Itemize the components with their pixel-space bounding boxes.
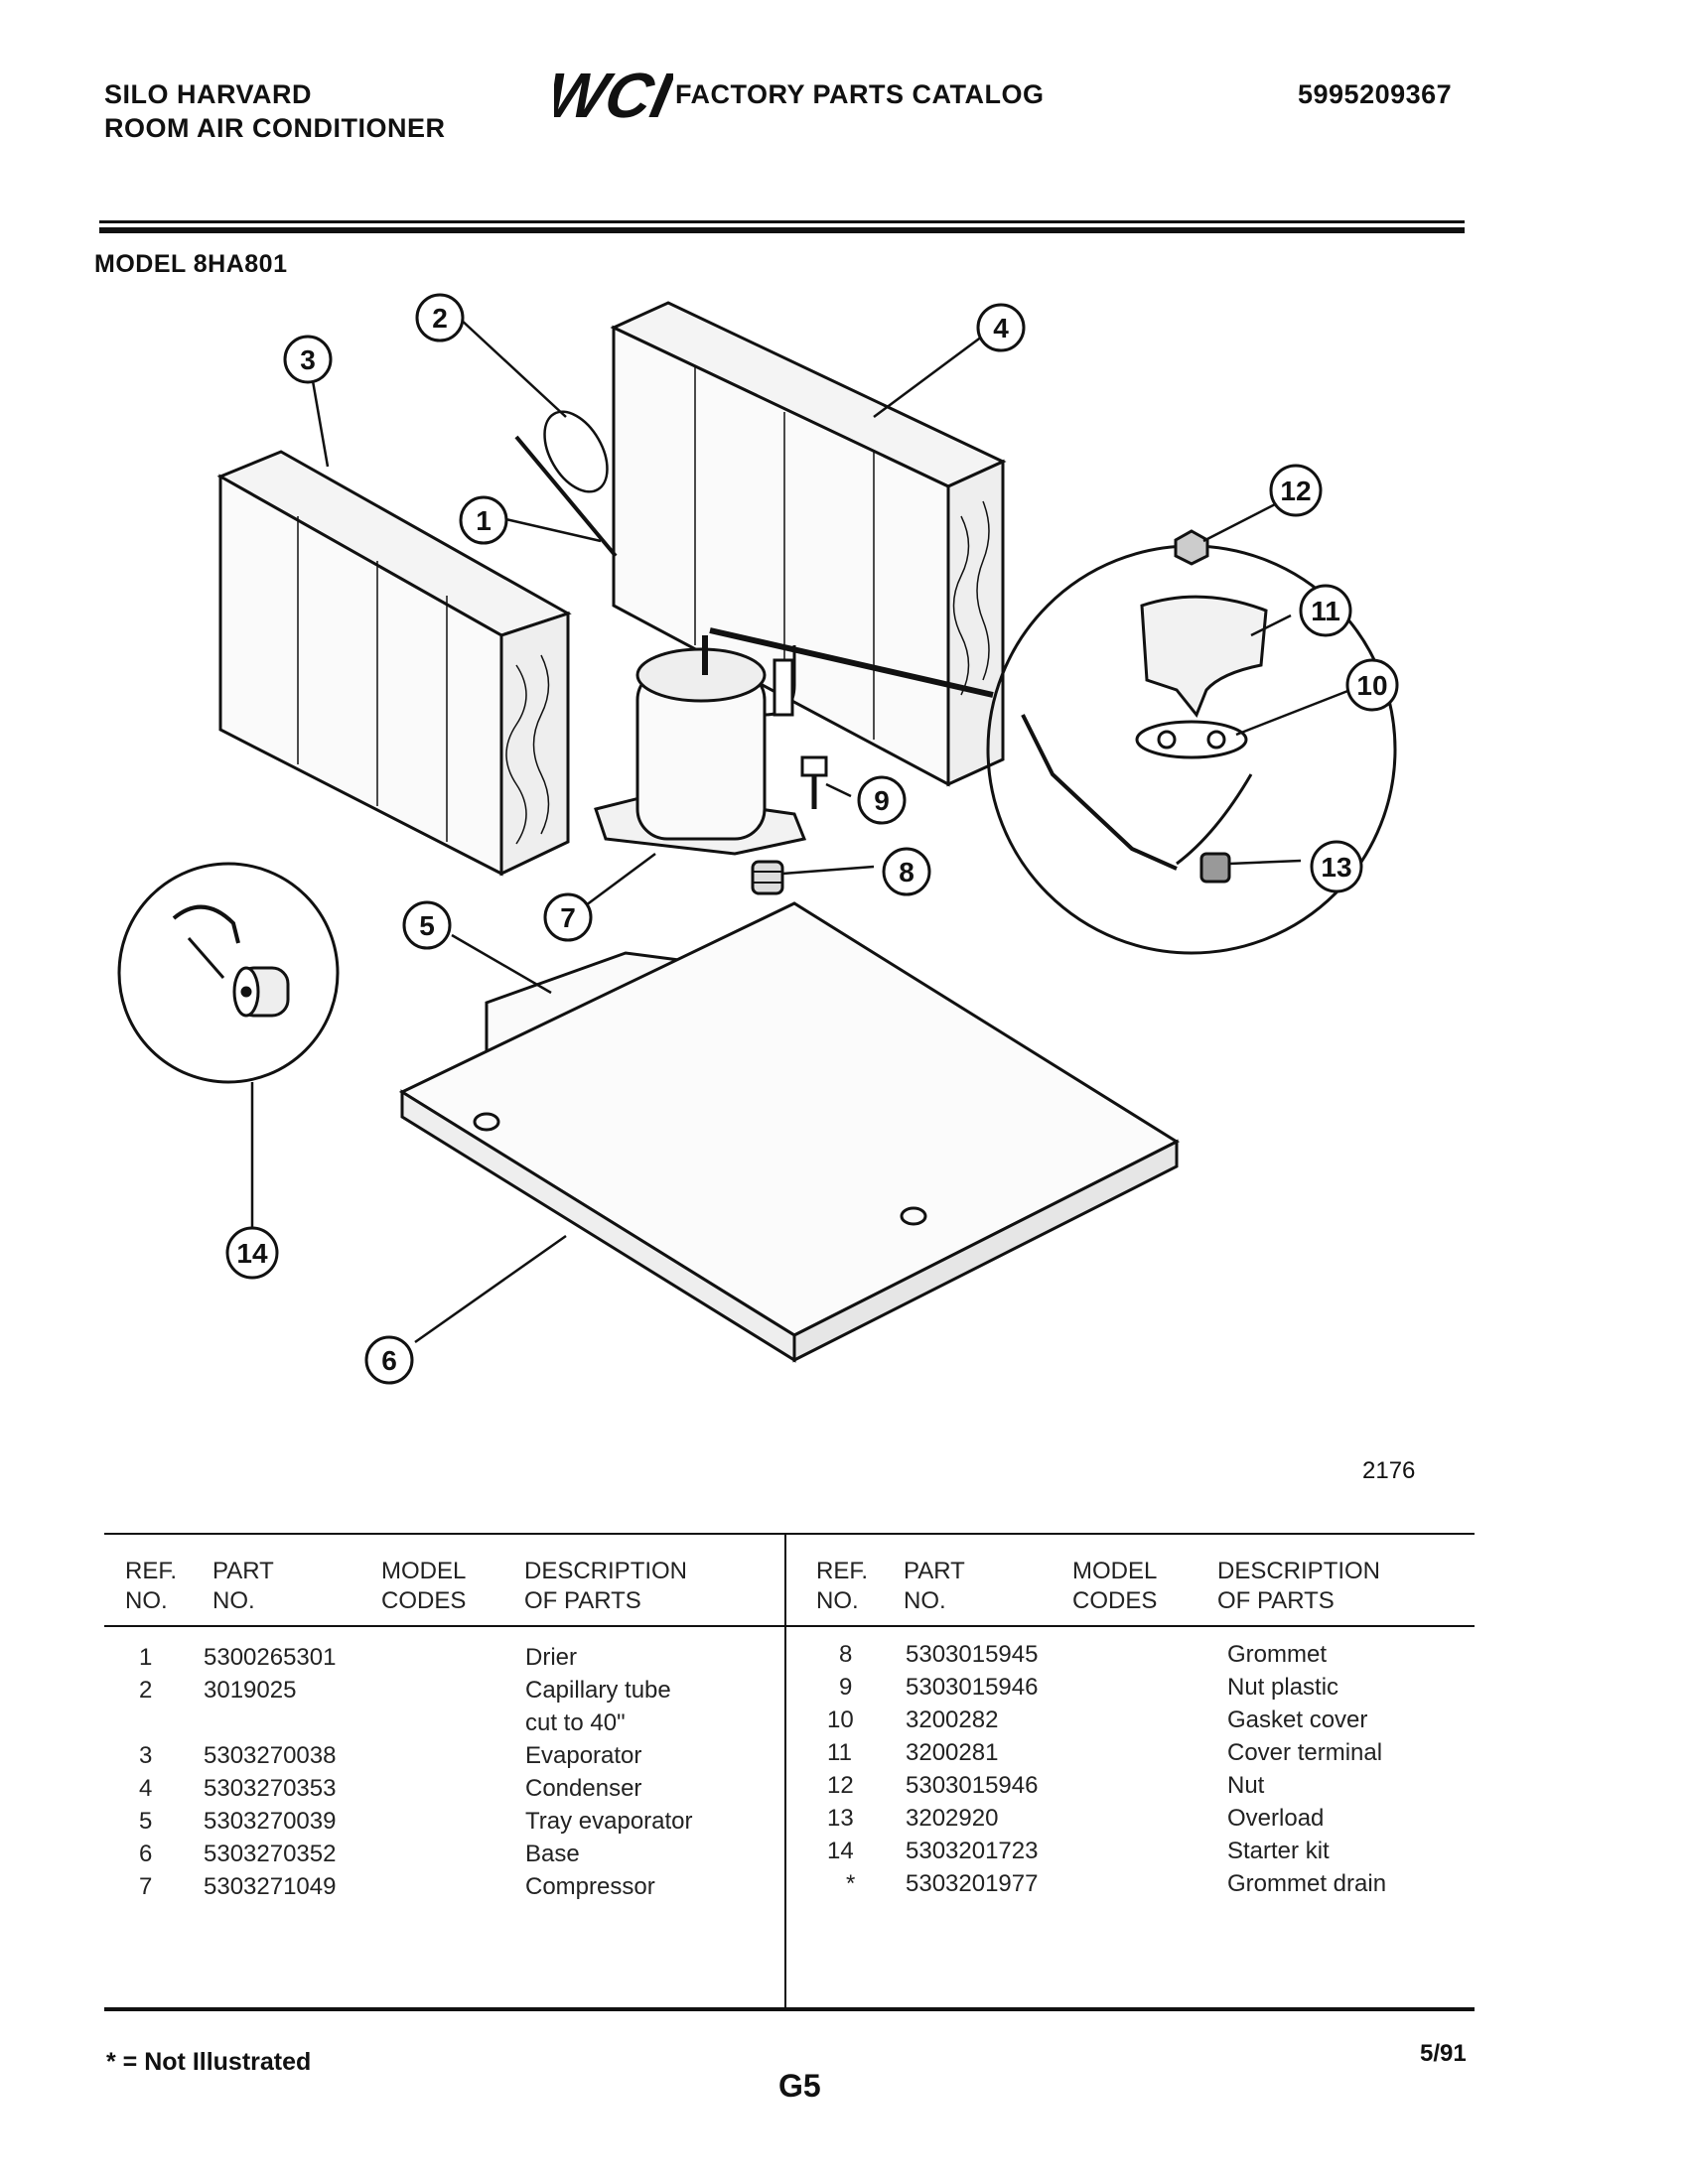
callout-13: 13 (1310, 840, 1363, 893)
compressor-drawing (594, 635, 807, 856)
header-rule-thin (99, 220, 1465, 223)
base-drawing (398, 901, 1181, 1363)
table-row: 7 5303271049 Compressor (139, 1873, 655, 1900)
exploded-parts-diagram: 1 2 3 4 5 6 7 8 9 10 11 12 13 14 (117, 293, 1399, 1385)
wci-logo: WCI (554, 60, 673, 129)
leader-lines (250, 317, 1351, 1344)
callout-14: 14 (225, 1226, 279, 1280)
svg-text:6: 6 (381, 1345, 397, 1376)
svg-text:8: 8 (899, 857, 914, 887)
callout-1: 1 (459, 495, 508, 545)
svg-text:1: 1 (476, 505, 492, 536)
callout-9: 9 (857, 775, 907, 825)
evaporator-drawing (216, 450, 572, 877)
table-row: 12 5303015946 Nut (827, 1772, 1265, 1799)
parts-list-left: 1 5300265301 Drier 2 3019025 Capillary t… (0, 1641, 784, 1903)
figure-number: 2176 (1362, 1457, 1416, 1484)
table-row: 1 5300265301 Drier (139, 1644, 577, 1671)
table-row: cut to 40" (525, 1709, 626, 1736)
header-ref-no: REF.NO. (125, 1558, 178, 1614)
catalog-title: FACTORY PARTS CATALOG (675, 79, 1045, 109)
svg-text:5: 5 (419, 910, 435, 941)
table-row: 2 3019025 Capillary tube (139, 1677, 671, 1704)
svg-text:10: 10 (1356, 670, 1387, 701)
callout-6: 6 (364, 1335, 414, 1385)
callout-12: 12 (1269, 464, 1323, 517)
revision-date: 5/91 (1420, 2040, 1467, 2067)
condenser-drawing (610, 301, 1007, 787)
svg-text:7: 7 (560, 902, 576, 933)
svg-text:11: 11 (1311, 596, 1340, 626)
overload-part (1199, 852, 1231, 884)
svg-text:2: 2 (432, 303, 448, 334)
table-row: 4 5303270353 Condenser (139, 1775, 642, 1802)
model-label: MODEL 8HA801 (94, 250, 288, 278)
callout-4: 4 (976, 303, 1026, 352)
not-illustrated-note: * = Not Illustrated (106, 2048, 312, 2076)
gasket-cover-part (1135, 720, 1248, 759)
callouts: 1 2 3 4 5 6 7 8 9 10 11 12 13 14 (225, 293, 1399, 1385)
starter-kit-detail (117, 862, 340, 1084)
svg-text:9: 9 (874, 785, 890, 816)
parts-list-right: 8 5303015945 Grommet 9 5303015946 Nut pl… (0, 1638, 1688, 1900)
callout-7: 7 (543, 892, 593, 942)
svg-text:13: 13 (1321, 852, 1351, 883)
svg-text:4: 4 (993, 313, 1009, 343)
callout-10: 10 (1345, 658, 1399, 712)
table-row: * 5303201977 Grommet drain (846, 1870, 1387, 1897)
table-row: 8 5303015945 Grommet (839, 1641, 1328, 1668)
catalog-number: 5995209367 (1298, 79, 1453, 109)
table-row: 3 5303270038 Evaporator (139, 1742, 642, 1769)
callout-11: 11 (1299, 584, 1352, 637)
callout-2: 2 (415, 293, 465, 342)
header-ref-no-right: REF.NO. (816, 1558, 869, 1614)
grommet-drawing (751, 860, 784, 895)
brand-line-1: SILO HARVARD (104, 79, 313, 109)
svg-text:3: 3 (300, 344, 316, 375)
page-code: G5 (778, 2068, 821, 2104)
drier-and-capillary-drawing (514, 410, 618, 558)
nut-plastic-drawing (800, 755, 828, 809)
table-row: 14 5303201723 Starter kit (827, 1838, 1330, 1864)
table-row: 11 3200281 Cover terminal (827, 1739, 1383, 1766)
table-row: 6 5303270352 Base (139, 1841, 580, 1867)
table-row: 10 3200282 Gasket cover (827, 1706, 1368, 1733)
brand-block: SILO HARVARD ROOM AIR CONDITIONER (104, 77, 446, 145)
svg-text:14: 14 (236, 1238, 268, 1269)
table-row: 9 5303015946 Nut plastic (839, 1674, 1339, 1701)
callout-5: 5 (402, 900, 452, 950)
table-header-rule (104, 1625, 1475, 1627)
brand-line-2: ROOM AIR CONDITIONER (104, 113, 446, 143)
table-center-divider (784, 1533, 786, 2009)
table-bottom-rule (104, 2007, 1475, 2011)
wci-logo-text: WCI (554, 60, 673, 129)
callout-3: 3 (283, 335, 333, 384)
header-rule-thick (99, 227, 1465, 233)
table-row: 13 3202920 Overload (827, 1805, 1325, 1832)
cover-terminal-part (1140, 595, 1268, 718)
terminal-detail-circle (709, 529, 1397, 955)
nut-part (1174, 529, 1209, 566)
table-row: 5 5303270039 Tray evaporator (139, 1808, 693, 1835)
svg-text:12: 12 (1280, 476, 1311, 506)
table-top-rule (104, 1533, 1475, 1535)
callout-8: 8 (882, 847, 931, 896)
